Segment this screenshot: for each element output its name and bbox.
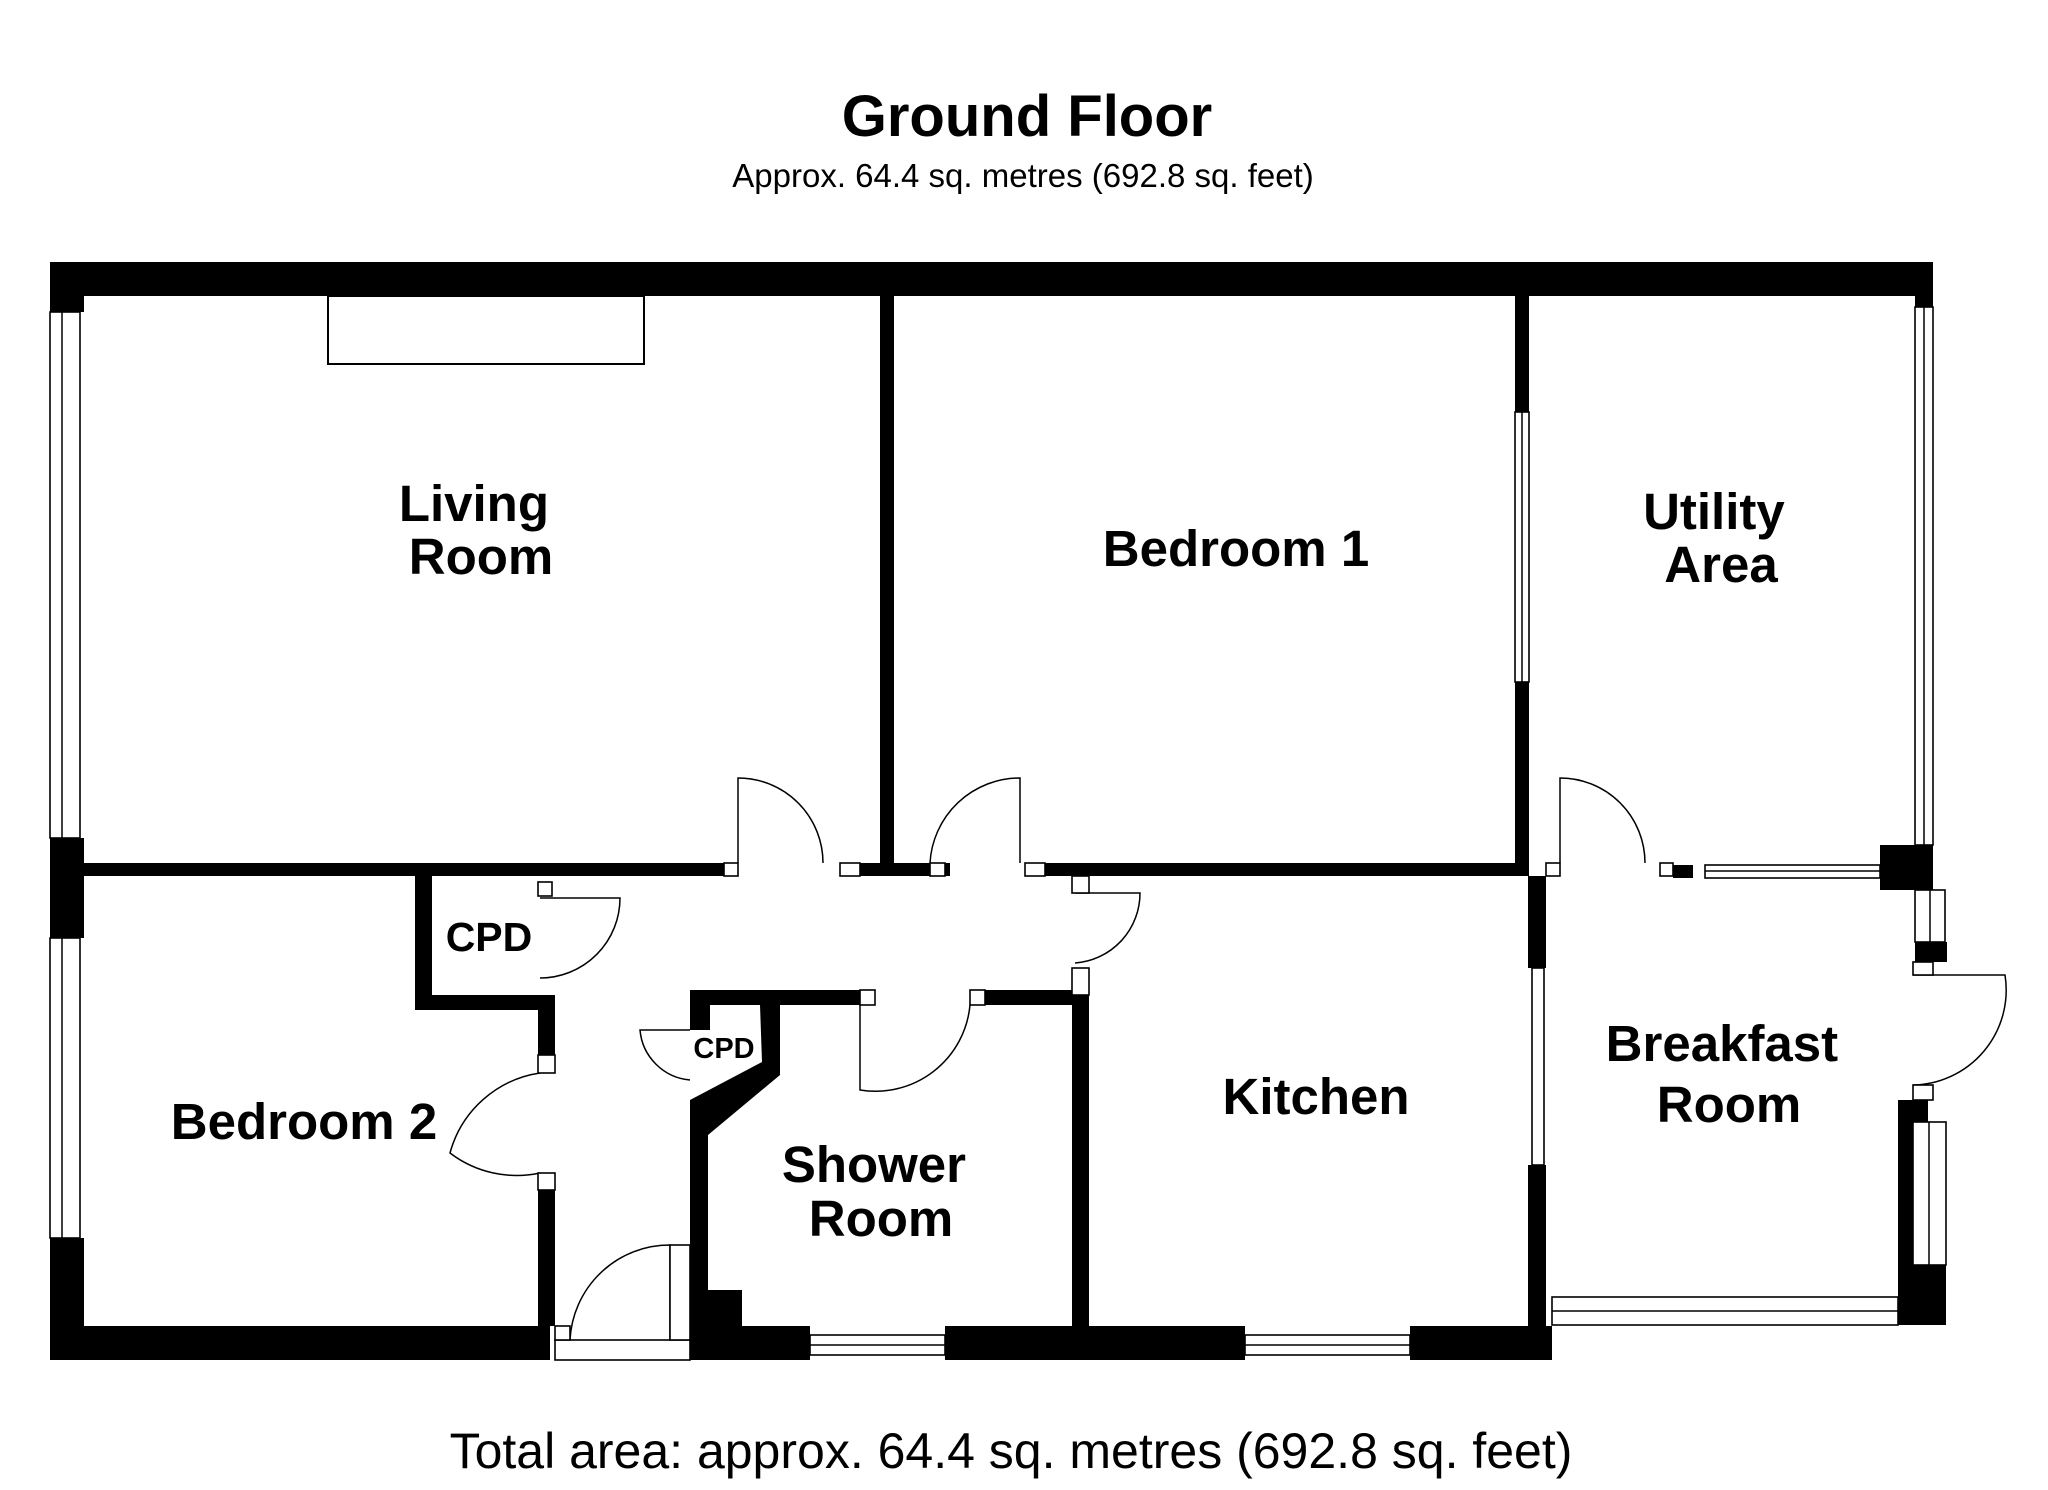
window-kitchen-breakfast-opening [1531,967,1545,1166]
windows [49,306,1947,1361]
wall-bedroom1-right-upper [1515,294,1529,412]
doors [449,777,2007,1341]
wall-utility-bottom [1880,845,1933,890]
label-cpd-large: CPD [446,914,533,960]
door-bedroom2 [449,1072,541,1177]
label-cpd-small: CPD [693,1033,754,1065]
label-living-room: Living Room [399,475,563,585]
wall-kitchen-right-upper [1528,876,1546,968]
label-bedroom-2: Bedroom 2 [171,1093,437,1150]
wall-cpd-small-top [690,1005,710,1030]
label-shower-room: Shower Room [782,1136,980,1247]
wall-right-breakfast-small [1915,942,1947,962]
floor-area-subtitle: Approx. 64.4 sq. metres (692.8 sq. feet) [732,157,1313,194]
wall-outer-top [50,262,1933,296]
wall-cpd-right-stub [538,1010,555,1055]
fireplace [327,295,645,365]
floor-title: Ground Floor [842,84,1213,149]
window-living-left [49,311,81,839]
door-cpd-small [639,1029,691,1081]
wall-utility-right-top [1915,262,1933,307]
front-door-threshold [554,1339,691,1361]
wall-living-right [880,294,894,876]
door-cpd-large [539,897,621,979]
label-utility-area: Utility Area [1643,483,1799,593]
wall-outer-bottom-bedroom2 [50,1326,550,1360]
wall-kitchen-right-lower [1528,1165,1546,1360]
wall-utility-bottom-stub [1673,865,1693,878]
door-front [569,1244,671,1341]
label-breakfast-room: Breakfast Room [1606,1015,1853,1133]
wall-bedroom1-right-lower [1515,682,1529,876]
wall-shower-right [1072,990,1089,1030]
wall-cpd-bottom [415,995,555,1010]
door-shower [859,1004,971,1093]
wall-outer-bottom-shower-right [945,1326,1245,1360]
wall-shower-top-left [690,990,860,1005]
wall-shower-corner-block [690,1290,742,1360]
door-kitchen [1074,892,1141,964]
door-utility [1559,777,1646,864]
wall-bedroom1-bottom [1045,863,1528,876]
window-bedroom2-left [49,937,81,1239]
wall-shower-top-right [985,990,1089,1005]
door-living-left [737,777,824,864]
door-breakfast-external [1912,974,2007,1086]
label-bedroom-1: Bedroom 1 [1103,520,1369,577]
wall-kitchen-left [1072,995,1089,1328]
total-area-footer: Total area: approx. 64.4 sq. metres (692… [450,1423,1573,1479]
wall-hall-top-stub [860,863,950,876]
label-kitchen: Kitchen [1222,1068,1409,1125]
wall-outer-left-upper [50,262,84,312]
walls [50,262,1947,1360]
wall-living-bottom [84,863,724,876]
wall-right-breakfast-side [1898,1100,1913,1325]
wall-cpd-left [415,876,432,1010]
door-bedroom1 [929,777,1021,864]
wall-cpd-small-diagonal [690,1005,780,1135]
wall-outer-left-middle [50,838,84,938]
wall-bedroom2-right [538,1190,555,1326]
